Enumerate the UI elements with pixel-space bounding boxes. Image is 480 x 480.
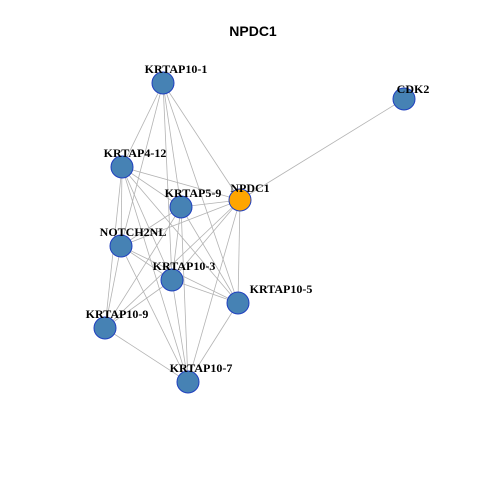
edge-krtap10-5-krtap10-7 <box>187 302 239 383</box>
node-circle[interactable] <box>151 71 175 95</box>
edge-krtap4-12-krtap10-7 <box>121 166 189 383</box>
edge-krtap10-1-krtap10-3 <box>162 82 173 281</box>
node-circle[interactable] <box>93 316 117 340</box>
edge-krtap4-12-krtap10-5 <box>121 166 239 304</box>
node-circle[interactable] <box>109 234 133 258</box>
node-cdk2[interactable]: CDK2 <box>392 82 430 111</box>
edge-krtap4-12-notch2nl <box>120 166 123 247</box>
edge-notch2nl-krtap10-7 <box>120 245 189 383</box>
node-label: KRTAP10-3 <box>153 259 216 273</box>
node-circle[interactable] <box>226 291 250 315</box>
edge-krtap4-12-krtap5-9 <box>121 166 182 208</box>
node-krtap4-12[interactable]: KRTAP4-12 <box>104 146 167 179</box>
edge-npdc1-cdk2 <box>239 98 405 201</box>
node-label: KRTAP4-12 <box>104 146 167 160</box>
node-label: KRTAP10-7 <box>170 361 233 375</box>
node-krtap10-9[interactable]: KRTAP10-9 <box>86 307 149 340</box>
node-circle[interactable] <box>169 195 193 219</box>
node-circle[interactable] <box>160 268 184 292</box>
node-label: CDK2 <box>397 82 430 96</box>
node-label: KRTAP10-9 <box>86 307 149 321</box>
node-label: KRTAP10-5 <box>250 282 313 296</box>
edge-krtap10-3-krtap10-7 <box>171 279 189 383</box>
edge-krtap10-1-notch2nl <box>120 82 164 247</box>
edge-krtap5-9-krtap10-5 <box>180 206 239 304</box>
node-circle[interactable] <box>176 370 200 394</box>
node-krtap10-1[interactable]: KRTAP10-1 <box>145 62 208 95</box>
edge-layer <box>104 82 405 383</box>
node-label: NPDC1 <box>230 181 269 195</box>
edge-krtap5-9-notch2nl <box>120 206 182 247</box>
node-label: KRTAP10-1 <box>145 62 208 76</box>
node-npdc1[interactable]: NPDC1 <box>228 181 270 212</box>
edge-krtap5-9-krtap10-3 <box>171 206 182 281</box>
edge-krtap5-9-krtap10-9 <box>104 206 182 329</box>
node-label: NOTCH2NL <box>100 225 167 239</box>
node-notch2nl[interactable]: NOTCH2NL <box>100 225 167 258</box>
edge-krtap10-3-krtap10-9 <box>104 279 173 329</box>
edge-krtap4-12-krtap10-3 <box>121 166 173 281</box>
edge-npdc1-krtap10-9 <box>104 199 241 329</box>
edge-npdc1-notch2nl <box>120 199 241 247</box>
node-circle[interactable] <box>392 87 416 111</box>
node-krtap5-9[interactable]: KRTAP5-9 <box>165 186 222 219</box>
edge-notch2nl-krtap10-9 <box>104 245 122 329</box>
node-krtap10-3[interactable]: KRTAP10-3 <box>153 259 216 292</box>
node-krtap10-7[interactable]: KRTAP10-7 <box>170 361 233 394</box>
node-circle[interactable] <box>228 188 252 212</box>
edge-npdc1-krtap10-5 <box>237 199 241 304</box>
edge-krtap10-9-krtap10-7 <box>104 327 189 383</box>
edge-npdc1-krtap4-12 <box>121 166 241 201</box>
diagram-title: NPDC1 <box>229 23 277 39</box>
node-krtap10-5[interactable]: KRTAP10-5 <box>226 282 313 315</box>
edge-krtap10-1-krtap10-5 <box>162 82 239 304</box>
edge-npdc1-krtap10-1 <box>162 82 241 201</box>
edge-krtap5-9-krtap10-7 <box>180 206 189 383</box>
node-circle[interactable] <box>110 155 134 179</box>
edge-krtap10-1-krtap4-12 <box>121 82 164 168</box>
edge-krtap10-1-krtap5-9 <box>162 82 182 208</box>
node-label: KRTAP5-9 <box>165 186 222 200</box>
edge-krtap10-3-krtap10-5 <box>171 279 239 304</box>
